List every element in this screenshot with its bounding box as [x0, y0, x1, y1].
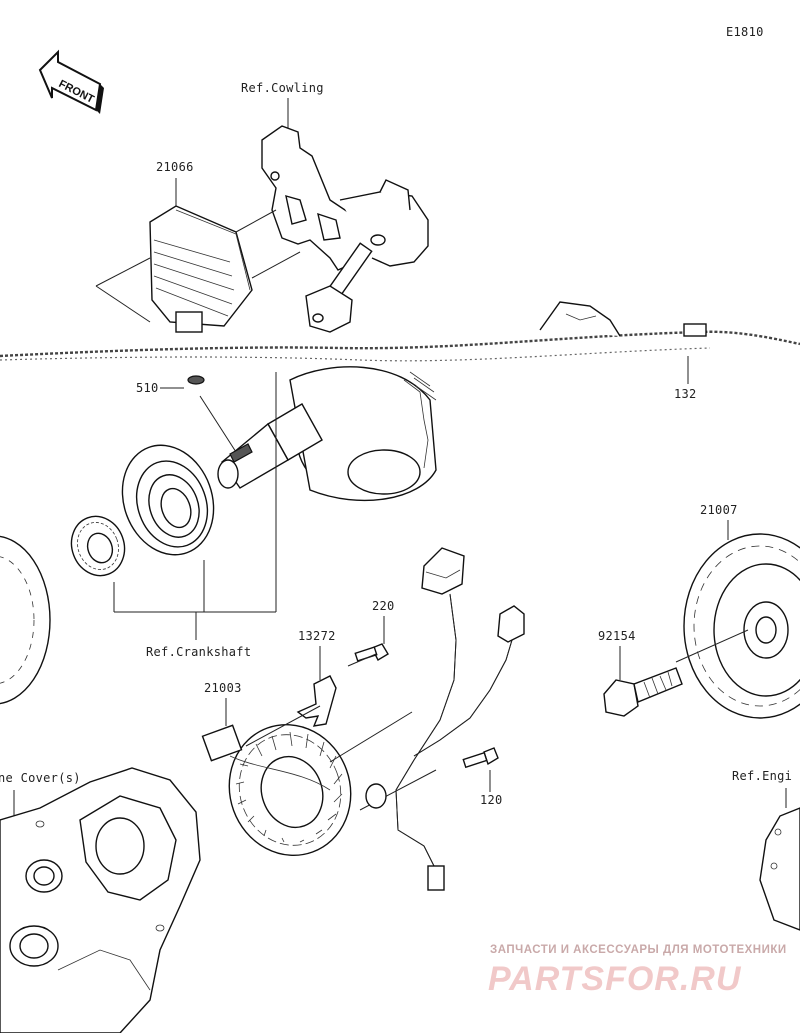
stator-wiring [365, 547, 525, 891]
crankshaft [217, 366, 437, 502]
label-ref-crankshaft[interactable]: Ref.Crankshaft [146, 645, 251, 659]
bolt-120 [462, 747, 499, 769]
leader-stator-b [329, 711, 413, 763]
leader-regulator-a [95, 257, 151, 287]
engine-case-partial [759, 807, 800, 931]
label-21066[interactable]: 21066 [156, 160, 194, 174]
watermark-brand: PARTSFOR.RU [488, 960, 742, 998]
left-flywheel-partial [0, 535, 51, 705]
cowling-bracket [261, 125, 429, 333]
label-13272[interactable]: 13272 [298, 629, 336, 643]
label-21003[interactable]: 21003 [204, 681, 242, 695]
starter-gear [70, 515, 126, 577]
engine-cover [0, 767, 201, 1033]
leader-regulator-c [235, 209, 277, 233]
label-21007[interactable]: 21007 [700, 503, 738, 517]
label-92154[interactable]: 92154 [598, 629, 636, 643]
label-132[interactable]: 132 [674, 387, 697, 401]
stator-coil [201, 723, 352, 857]
front-arrow-icon: FRONT [38, 49, 104, 114]
alternator-rotor [683, 533, 800, 719]
crankshaft-bearing [121, 444, 215, 556]
leader-stator-a [245, 705, 321, 747]
label-ref-cowling[interactable]: Ref.Cowling [241, 81, 324, 95]
leader-regulator-b [95, 285, 151, 323]
bolt-220 [354, 643, 389, 662]
watermark-tagline: ЗАПЧАСТИ И АКСЕССУАРЫ ДЛЯ МОТОТЕХНИКИ [490, 944, 787, 956]
wire-clamp [296, 675, 337, 727]
leader-13272-b [347, 653, 377, 667]
leader-510-b [199, 395, 237, 453]
rotor-bolt [603, 667, 683, 717]
label-510[interactable]: 510 [136, 381, 159, 395]
leader-regulator-d [251, 251, 301, 279]
label-ref-engine[interactable]: Ref.Engi [732, 769, 792, 783]
label-220[interactable]: 220 [372, 599, 395, 613]
diagram-code: E1810 [726, 25, 764, 39]
label-engine-cover[interactable]: ne Cover(s) [0, 771, 81, 785]
leader-92154-b [675, 629, 749, 663]
label-120[interactable]: 120 [480, 793, 503, 807]
woodruff-key [187, 375, 205, 385]
regulator-rectifier [95, 205, 301, 333]
wire-harness-132 [0, 301, 800, 362]
